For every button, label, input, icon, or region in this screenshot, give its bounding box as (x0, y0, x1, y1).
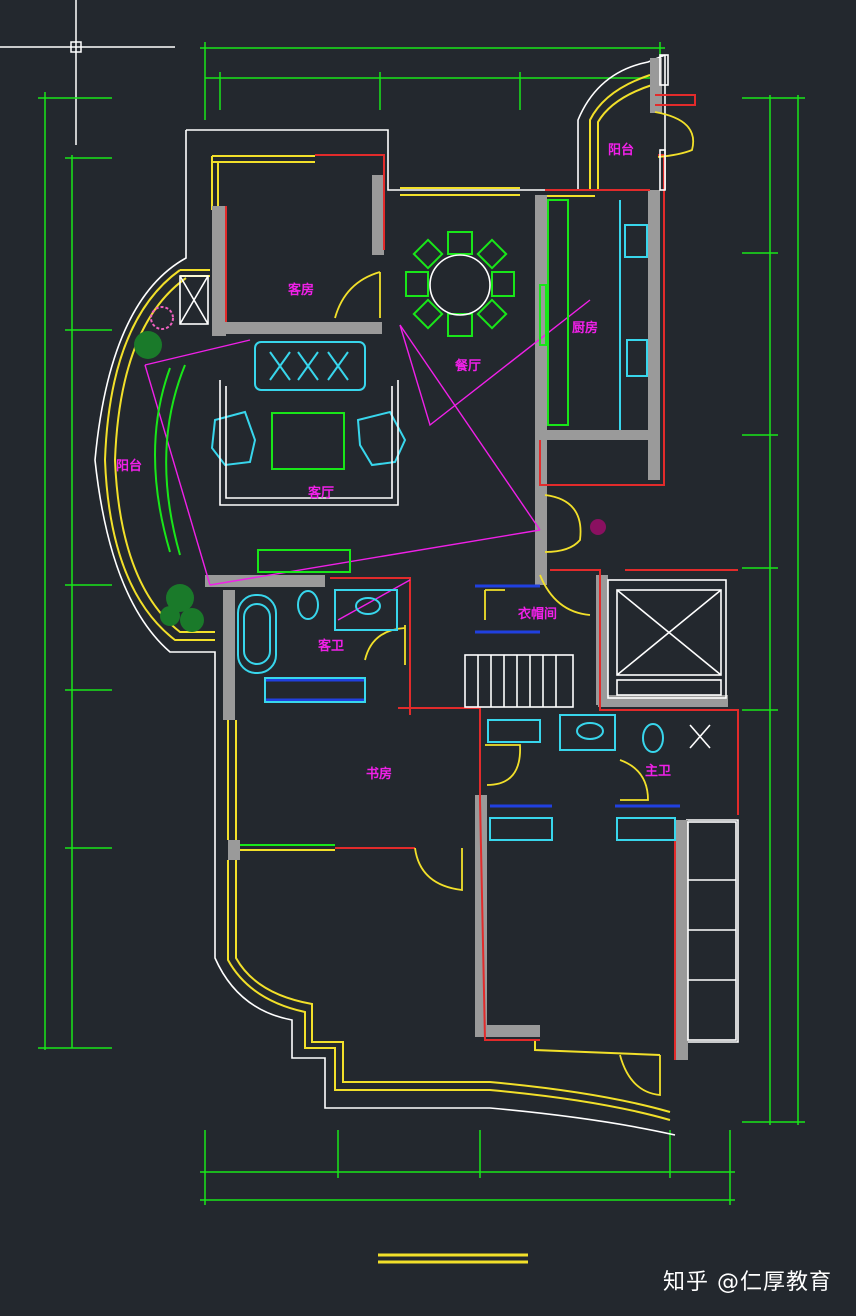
label-kitchen: 厨房 (572, 320, 598, 336)
label-master-bath: 主卫 (645, 763, 671, 779)
yellow-walls (103, 74, 671, 1264)
label-study: 书房 (366, 766, 392, 782)
magenta-guide-lines (144, 299, 591, 621)
gray-walls (205, 58, 728, 1060)
plants (134, 306, 606, 632)
watermark: 知乎 @仁厚教育 (663, 1270, 832, 1295)
label-living: 客厅 (308, 485, 334, 501)
room-labels: 客房 餐厅 厨房 阳台 阳台 客厅 客卫 衣帽间 书房 主卫 (116, 142, 671, 782)
furniture (210, 200, 676, 841)
label-bedroom: 客房 (288, 282, 314, 298)
label-guest-bath: 客卫 (318, 638, 344, 654)
white-fixtures (179, 54, 737, 1041)
red-walls (225, 94, 739, 1060)
label-cloakroom: 衣帽间 (518, 606, 557, 622)
label-balcony-left: 阳台 (116, 458, 142, 474)
dimension-lines (38, 42, 805, 1205)
crosshair-cursor (0, 0, 175, 145)
label-balcony-top: 阳台 (608, 142, 634, 158)
blue-fixtures (265, 584, 680, 808)
door-swings (334, 111, 695, 1096)
green-fixtures (154, 199, 569, 846)
label-dining: 餐厅 (454, 358, 481, 374)
